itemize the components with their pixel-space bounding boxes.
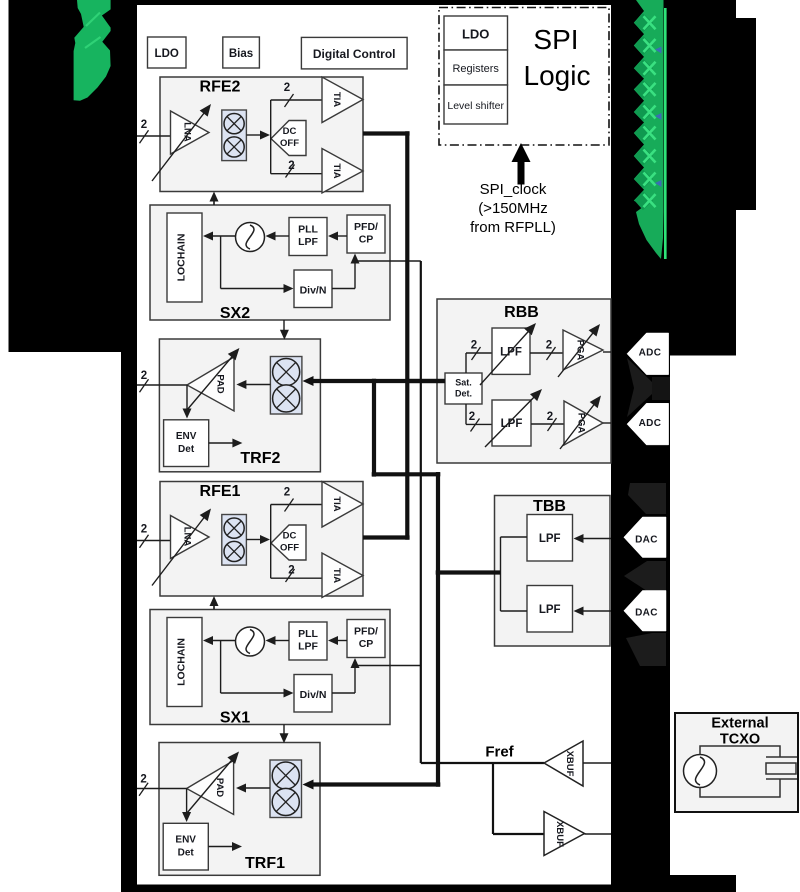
svg-text:PFD/: PFD/ xyxy=(354,221,378,233)
svg-text:LNA: LNA xyxy=(182,122,193,142)
svg-text:PAD: PAD xyxy=(214,374,225,393)
svg-text:RFE2: RFE2 xyxy=(200,79,241,96)
svg-text:PGA: PGA xyxy=(576,413,587,434)
svg-text:RBB: RBB xyxy=(504,304,539,321)
svg-text:LDO: LDO xyxy=(462,27,489,42)
svg-text:TRF1: TRF1 xyxy=(245,855,285,872)
svg-text:OFF: OFF xyxy=(280,543,299,554)
svg-text:External: External xyxy=(711,716,768,732)
svg-text:SX1: SX1 xyxy=(220,710,250,727)
svg-text:Logic: Logic xyxy=(524,60,591,91)
svg-text:RFE1: RFE1 xyxy=(200,483,241,500)
svg-text:2: 2 xyxy=(284,82,290,94)
svg-text:DC: DC xyxy=(283,531,297,542)
svg-text:XBUF: XBUF xyxy=(554,821,565,847)
svg-text:Digital Control: Digital Control xyxy=(313,47,396,61)
svg-text:LPF: LPF xyxy=(298,641,318,653)
svg-text:TIA: TIA xyxy=(331,163,342,178)
svg-text:SPI: SPI xyxy=(533,24,578,55)
svg-text:LOCHAIN: LOCHAIN xyxy=(176,234,188,282)
svg-text:LPF: LPF xyxy=(500,347,522,359)
svg-text:TBB: TBB xyxy=(533,498,566,515)
svg-text:DAC: DAC xyxy=(635,535,658,546)
svg-text:SX2: SX2 xyxy=(220,305,250,322)
svg-text:2: 2 xyxy=(284,487,290,499)
svg-text:2: 2 xyxy=(546,340,552,352)
svg-text:2: 2 xyxy=(471,340,477,352)
svg-text:TIA: TIA xyxy=(331,496,342,511)
svg-text:Det.: Det. xyxy=(455,389,472,399)
svg-text:2: 2 xyxy=(547,411,553,423)
svg-text:Div/N: Div/N xyxy=(300,689,327,701)
svg-text:TIA: TIA xyxy=(331,92,342,107)
svg-text:XBUF: XBUF xyxy=(564,751,575,777)
svg-text:PFD/: PFD/ xyxy=(354,626,378,638)
svg-text:Div/N: Div/N xyxy=(300,285,327,297)
svg-text:2: 2 xyxy=(141,524,147,536)
svg-text:(>150MHz: (>150MHz xyxy=(478,200,548,217)
svg-text:DAC: DAC xyxy=(635,608,658,619)
svg-text:2: 2 xyxy=(141,370,147,382)
svg-text:LDO: LDO xyxy=(155,48,179,60)
svg-text:Bias: Bias xyxy=(229,48,253,60)
svg-text:Level shifter: Level shifter xyxy=(447,100,504,112)
svg-text:2: 2 xyxy=(469,411,475,423)
svg-text:ADC: ADC xyxy=(639,418,662,429)
svg-text:TRF2: TRF2 xyxy=(240,450,280,467)
svg-text:ENV: ENV xyxy=(176,431,197,442)
svg-text:LPF: LPF xyxy=(298,236,318,248)
svg-text:LOCHAIN: LOCHAIN xyxy=(176,638,188,686)
svg-text:LPF: LPF xyxy=(501,418,523,430)
svg-text:2: 2 xyxy=(288,565,294,577)
svg-text:ADC: ADC xyxy=(639,348,662,359)
svg-text:ENV: ENV xyxy=(175,835,196,846)
svg-text:LNA: LNA xyxy=(182,527,193,547)
svg-text:Registers: Registers xyxy=(452,63,499,75)
svg-text:Fref: Fref xyxy=(485,744,514,761)
svg-text:2: 2 xyxy=(141,119,147,131)
svg-text:PLL: PLL xyxy=(298,628,318,640)
svg-text:Det: Det xyxy=(178,848,195,859)
svg-text:from RFPLL): from RFPLL) xyxy=(470,219,556,236)
svg-text:2: 2 xyxy=(288,160,294,172)
svg-text:PLL: PLL xyxy=(298,224,318,236)
svg-text:DC: DC xyxy=(283,126,297,137)
svg-text:CP: CP xyxy=(359,234,374,246)
svg-text:Sat.: Sat. xyxy=(455,378,472,388)
svg-text:Det: Det xyxy=(178,444,195,455)
svg-text:TIA: TIA xyxy=(331,568,342,583)
svg-text:LPF: LPF xyxy=(539,604,561,616)
svg-text:OFF: OFF xyxy=(280,138,299,149)
svg-text:CP: CP xyxy=(359,638,374,650)
svg-text:TCXO: TCXO xyxy=(720,732,760,748)
svg-text:PAD: PAD xyxy=(214,778,225,797)
svg-text:2: 2 xyxy=(140,774,146,786)
svg-text:SPI_clock: SPI_clock xyxy=(480,181,547,198)
svg-text:LPF: LPF xyxy=(539,533,561,545)
